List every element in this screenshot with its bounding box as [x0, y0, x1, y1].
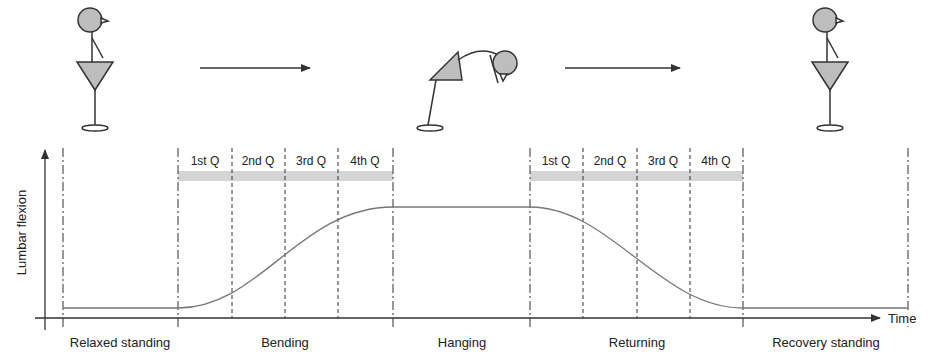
phase-label: Bending — [259, 335, 311, 350]
quarter-label: 2nd Q — [592, 154, 629, 169]
standing-figure — [77, 8, 113, 131]
quarter-label: 3rd Q — [294, 154, 328, 169]
phase-label: Relaxed standing — [68, 335, 172, 350]
axis-label: Lumbar flexion — [15, 187, 30, 276]
transition-arrow — [565, 67, 680, 69]
transition-arrow — [200, 67, 310, 69]
quarter-label: 4th Q — [348, 154, 381, 169]
x-axis — [35, 317, 880, 318]
axis-label: Time — [886, 311, 918, 326]
standing-figure — [812, 8, 848, 131]
y-axis — [44, 150, 45, 330]
flexion-curve — [63, 207, 908, 308]
phase-label: Hanging — [436, 335, 488, 350]
phase-label: Recovery standing — [770, 335, 882, 350]
bending-figure — [417, 51, 517, 131]
quarter-label: 2nd Q — [240, 154, 277, 169]
quarter-label: 4th Q — [699, 154, 732, 169]
quarter-line — [232, 148, 690, 318]
quarter-label: 3rd Q — [646, 154, 680, 169]
quarter-label: 1st Q — [540, 154, 573, 169]
quarter-label: 1st Q — [189, 154, 222, 169]
phase-label: Returning — [607, 335, 667, 350]
phase-line — [63, 148, 908, 330]
